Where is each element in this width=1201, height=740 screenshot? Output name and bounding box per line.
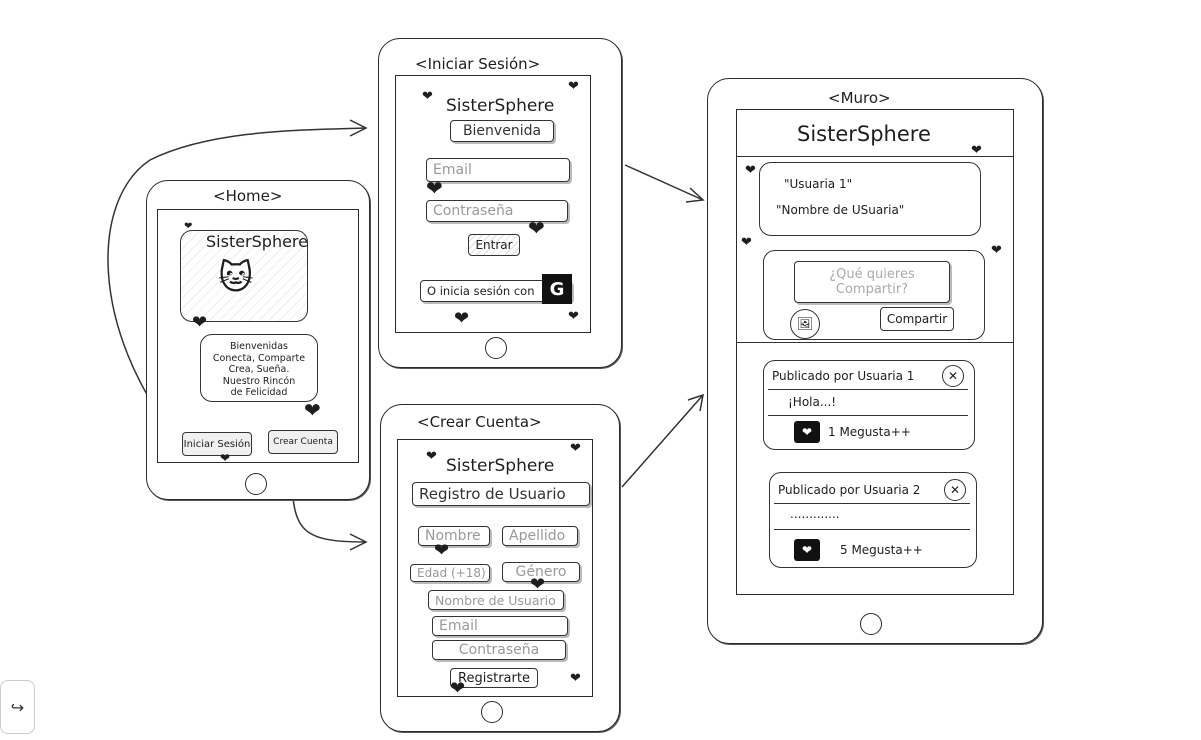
google-login-label: O inicia sesión con <box>427 284 535 298</box>
register-screen: SisterSphere Registro de Usuario Nombre … <box>397 439 593 697</box>
heart-icon: ❤ <box>426 449 437 464</box>
wall-header-bar <box>737 110 1013 157</box>
heart-icon: ❤ <box>570 441 581 456</box>
username-field[interactable]: Nombre de Usuario <box>428 590 564 610</box>
heart-icon[interactable]: ❤ <box>794 539 820 561</box>
home-welcome-card: Bienvenidas Conecta, Comparte Crea, Sueñ… <box>200 334 318 402</box>
profile-card: "Usuaria 1" "Nombre de USuaria" <box>759 162 981 236</box>
heart-icon: ❤ <box>450 678 466 697</box>
login-button[interactable]: Iniciar Sesión <box>182 432 252 456</box>
heart-icon: ❤ <box>991 243 1002 258</box>
post-card: Publicado por Usuaria 2 ✕ ............. … <box>769 472 977 568</box>
heart-icon: ❤ <box>184 221 193 232</box>
heart-icon[interactable]: ❤ <box>794 421 820 443</box>
heart-icon: ❤ <box>568 79 579 94</box>
post-author: Publicado por Usuaria 1 <box>772 369 915 383</box>
home-hero-card <box>180 230 308 322</box>
welcome-line: Nuestro Rincón <box>222 375 296 387</box>
heart-icon: ❤ <box>528 216 545 240</box>
heart-icon: ❤ <box>192 312 208 333</box>
google-login-bar[interactable]: O inicia sesión con <box>420 280 572 302</box>
welcome-line: Bienvenidas <box>230 341 288 352</box>
wall-screen: SisterSphere "Usuaria 1" "Nombre de USua… <box>736 109 1014 595</box>
google-icon[interactable]: G <box>542 274 572 304</box>
register-hardware-button[interactable] <box>481 701 503 723</box>
login-screen-title: <Iniciar Sesión> <box>415 55 541 73</box>
heart-icon: ❤ <box>220 451 231 463</box>
arrow-register-to-wall <box>621 394 704 488</box>
age-field[interactable]: Edad (+18) <box>410 564 490 582</box>
password-field[interactable]: Contraseña <box>432 640 566 660</box>
close-icon[interactable]: ✕ <box>942 365 964 387</box>
heart-icon: ❤ <box>745 163 756 178</box>
register-phone-frame: SisterSphere Registro de Usuario Nombre … <box>380 404 620 732</box>
register-heading: Registro de Usuario <box>412 482 590 506</box>
post-likes: 5 Megusta++ <box>840 543 923 557</box>
close-icon[interactable]: ✕ <box>944 479 966 501</box>
image-upload-icon[interactable]: 🖼 <box>790 309 820 339</box>
composer-input[interactable]: ¿Qué quieres Compartir? <box>794 261 950 303</box>
home-screen: SisterSphere 🐱 Bienvenidas Conecta, Comp… <box>157 209 359 463</box>
post-rule <box>774 503 970 504</box>
post-likes: 1 Megusta++ <box>828 425 911 439</box>
register-brand: SisterSphere <box>446 456 555 476</box>
heart-icon: ❤ <box>570 671 581 686</box>
composer-placeholder-line: Compartir? <box>835 282 909 297</box>
wall-hardware-button[interactable] <box>860 613 882 635</box>
welcome-line: Conecta, Comparte <box>212 352 306 364</box>
post-body: ¡Hola...! <box>788 395 837 409</box>
share-button[interactable]: Compartir <box>880 307 954 331</box>
email-field[interactable]: Email <box>426 158 570 182</box>
login-brand: SisterSphere <box>446 96 555 116</box>
heart-icon: ❤ <box>434 540 450 561</box>
cat-illustration: 🐱 <box>218 258 254 298</box>
first-name-field[interactable]: Nombre <box>418 526 490 546</box>
wall-screen-title: <Muro> <box>828 89 891 107</box>
heart-icon: ❤ <box>422 89 433 104</box>
register-button[interactable]: Crear Cuenta <box>268 430 338 454</box>
home-screen-title: <Home> <box>213 187 283 205</box>
email-field[interactable]: Email <box>432 616 568 636</box>
composer-card: ¿Qué quieres Compartir? 🖼 Compartir <box>763 250 985 340</box>
post-rule <box>774 529 970 530</box>
heart-icon: ❤ <box>741 235 752 250</box>
heart-icon: ❤ <box>426 176 443 200</box>
welcome-line: Crea, Sueña. <box>228 364 290 375</box>
heart-icon: ❤ <box>530 574 546 595</box>
post-rule <box>768 389 968 390</box>
profile-name: "Usuaria 1" <box>784 177 853 191</box>
register-submit-button[interactable]: Registrarte <box>450 668 538 688</box>
register-screen-title: <Crear Cuenta> <box>417 413 542 431</box>
welcome-badge: Bienvenida <box>450 120 554 142</box>
last-name-field[interactable]: Apellido <box>502 526 578 546</box>
profile-username: "Nombre de USuaria" <box>776 203 905 217</box>
heart-icon: ❤ <box>971 143 982 158</box>
post-card: Publicado por Usuaria 1 ✕ ¡Hola...! ❤ 1 … <box>763 360 975 450</box>
wall-phone-frame: SisterSphere "Usuaria 1" "Nombre de USua… <box>707 78 1043 644</box>
login-submit-button[interactable]: Entrar <box>468 234 520 256</box>
post-body: ............. <box>790 507 840 521</box>
post-rule <box>768 415 968 416</box>
wall-brand: SisterSphere <box>797 122 931 146</box>
login-hardware-button[interactable] <box>485 337 507 359</box>
heart-icon: ❤ <box>304 398 321 422</box>
welcome-line: de Felicidad <box>230 387 288 398</box>
password-field[interactable]: Contraseña <box>426 200 568 222</box>
login-screen: SisterSphere Bienvenida Email Contraseña… <box>395 75 591 333</box>
feed-divider <box>737 342 1013 343</box>
post-author: Publicado por Usuaria 2 <box>778 483 921 497</box>
home-hardware-button[interactable] <box>245 473 267 495</box>
redo-icon[interactable]: ↪ <box>0 680 35 734</box>
login-phone-frame: SisterSphere Bienvenida Email Contraseña… <box>378 38 622 368</box>
home-phone-frame: SisterSphere 🐱 Bienvenidas Conecta, Comp… <box>146 180 370 500</box>
home-brand: SisterSphere <box>206 232 308 251</box>
gender-field[interactable]: Género <box>502 562 580 582</box>
arrow-login-to-wall <box>624 164 704 201</box>
composer-placeholder-line: ¿Qué quieres <box>829 267 915 282</box>
heart-icon: ❤ <box>568 309 579 324</box>
heart-icon: ❤ <box>454 308 470 329</box>
